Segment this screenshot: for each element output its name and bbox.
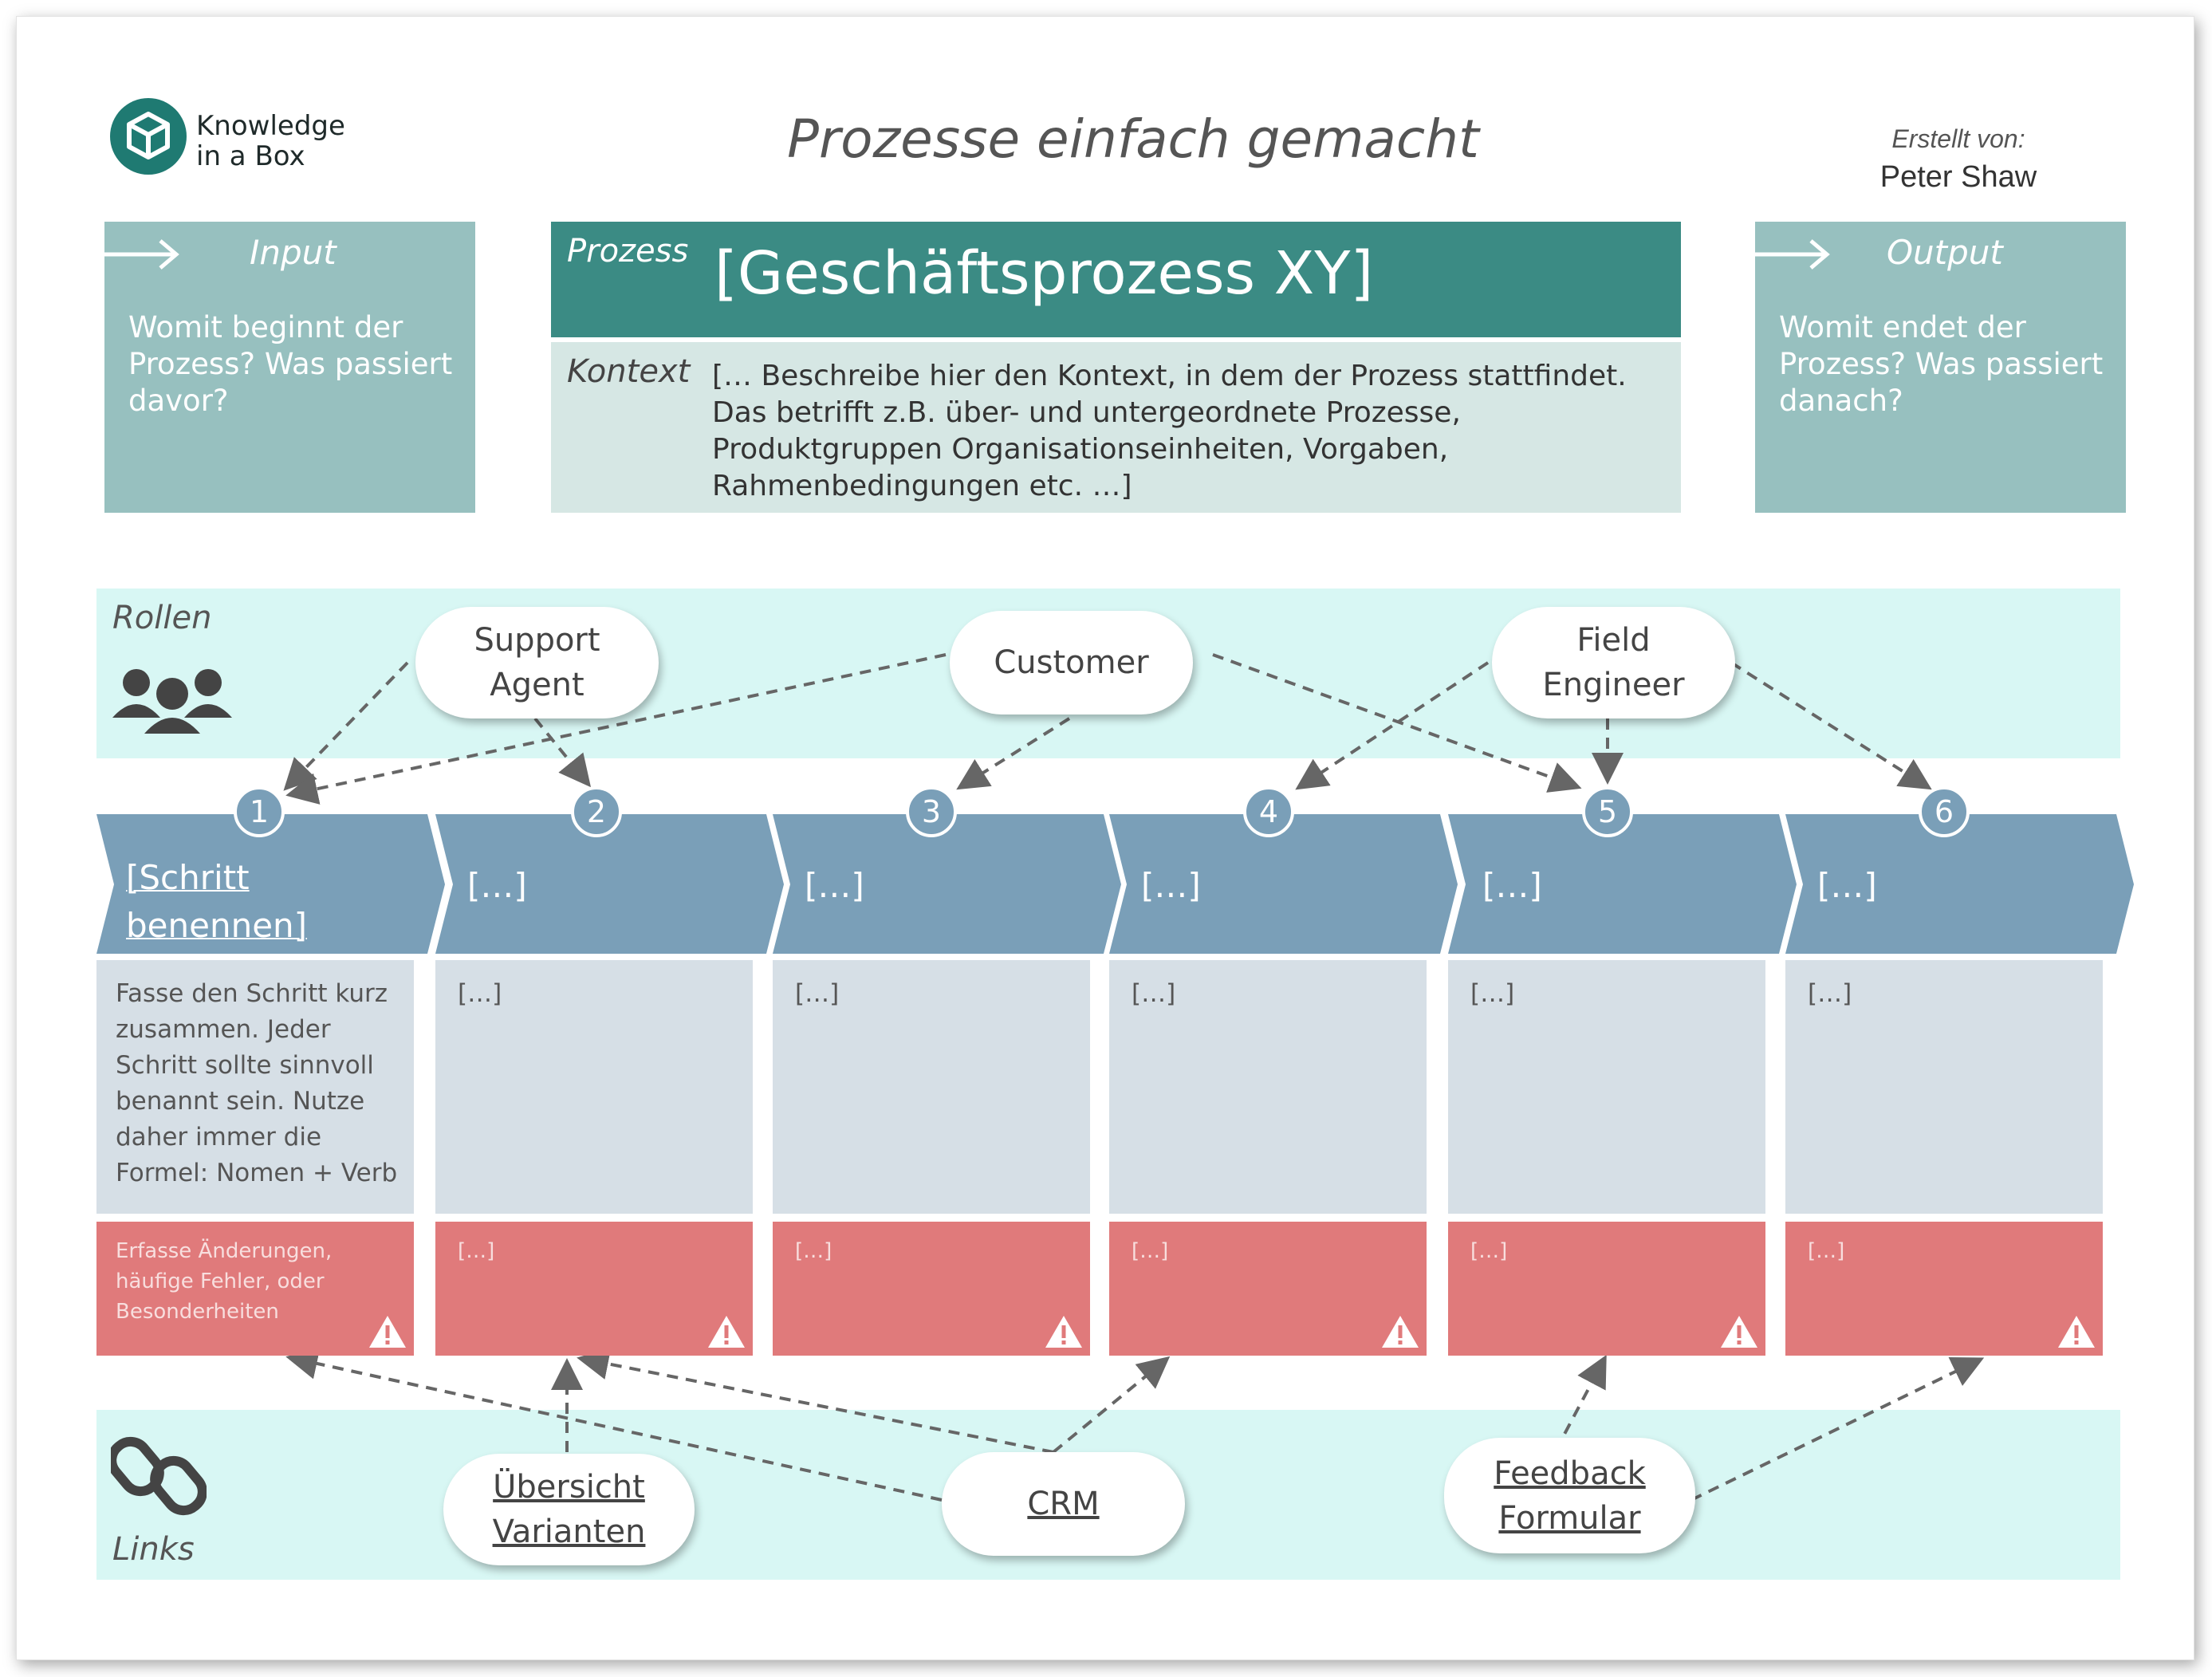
step-risk: Erfasse Änderungen, häufige Fehler, oder… [96,1222,414,1356]
context-box: Kontext [… Beschreibe hier den Kontext, … [551,342,1681,513]
connector-feedback-step6 [1690,1357,1985,1502]
link-feedback-formular[interactable]: Feedback Formular [1444,1438,1695,1553]
step-risk-text: […] [1132,1239,1169,1263]
warning-icon [1382,1316,1419,1348]
step-risk-text: […] [795,1239,832,1263]
step-chevron-3 [773,814,1121,954]
step-chevron-6 [1785,814,2134,954]
process-header: Prozess [Geschäftsprozess XY] [551,222,1681,337]
output-text: Womit endet der Prozess? Was passiert da… [1779,310,2104,418]
context-label: Kontext [567,353,691,390]
brand-logo [108,96,188,176]
step-risk: […] [1448,1222,1765,1356]
step-title[interactable]: […] [805,866,864,905]
step-title[interactable]: […] [467,866,527,905]
arrow-right-icon [104,239,179,270]
role-connectors [283,653,1932,805]
step-chevron-5 [1448,814,1797,954]
connector-engineer-step4 [1295,661,1490,790]
warning-icon [708,1316,745,1348]
warning-icon [1721,1316,1757,1348]
step-title[interactable]: [Schritt benennen] [126,858,308,945]
brand-name: Knowledge in a Box [196,111,345,171]
role-customer[interactable]: Customer [950,611,1193,714]
step-title[interactable]: […] [1817,866,1877,905]
connector-crm-step1 [285,1348,943,1502]
connector-support-step2 [533,717,592,788]
connector-customer-step3 [956,717,1071,790]
step-risk: […] [435,1222,753,1356]
warning-icon [2058,1316,2095,1348]
link-connectors [285,1348,1985,1502]
step-risk: […] [773,1222,1090,1356]
step-description: Fasse den Schritt kurz zusammen. Jeder S… [96,960,414,1214]
step-description: […] [1448,960,1765,1214]
connector-customer-step1 [285,653,947,805]
step-description: […] [1109,960,1427,1214]
step-description-text: […] [1132,979,1176,1008]
warning-icon [1045,1316,1082,1348]
step-number-badge: 3 [906,786,957,837]
input-box: Input Womit beginnt der Prozess? Was pas… [104,222,475,513]
step-description-text: Fasse den Schritt kurz zusammen. Jeder S… [116,979,398,1187]
connector-support-step1 [283,661,409,791]
process-title: [Geschäftsprozess XY] [714,239,1374,308]
input-text: Womit beginnt der Prozess? Was passiert … [128,310,453,418]
step-description-text: […] [1470,979,1515,1008]
step-number-badge: 4 [1243,786,1294,837]
roles-label: Rollen [112,600,212,636]
connector-crm-step4 [1052,1356,1171,1454]
context-text: [… Beschreibe hier den Kontext, in dem d… [712,360,1627,502]
step-risk-text: Erfasse Änderungen, häufige Fehler, oder… [116,1239,333,1324]
step-risk: […] [1785,1222,2103,1356]
arrow-right-icon [1755,239,1830,270]
step-description: […] [773,960,1090,1214]
step-number-badge: 6 [1919,786,1970,837]
step-number-badge: 1 [234,786,285,837]
creator-name: Peter Shaw [1879,160,2037,194]
link-crm[interactable]: CRM [942,1452,1185,1556]
brand-line-1: Knowledge [196,110,345,142]
warning-icon [369,1316,406,1348]
creator-block: Erstellt von: Peter Shaw [1791,124,2126,195]
cube-icon [110,98,187,175]
step-risk-text: […] [1470,1239,1508,1263]
step-risk-text: […] [1808,1239,1845,1263]
step-number-badge: 2 [571,786,622,837]
step-risk: […] [1109,1222,1427,1356]
step-title[interactable]: […] [1482,866,1542,905]
role-field-engineer[interactable]: Field Engineer [1492,607,1735,718]
process-label: Prozess [567,233,689,270]
people-icon [112,669,232,734]
step-description-text: […] [1808,979,1852,1008]
connector-feedback-step5 [1554,1354,1607,1451]
connector-customer-step5 [1212,653,1582,793]
connector-engineer-step6 [1730,661,1932,790]
step-number-badge: 5 [1582,786,1633,837]
step-chevron-4 [1109,814,1458,954]
brand-line-2: in a Box [196,140,305,172]
input-label: Input [250,233,337,272]
step-description-text: […] [795,979,840,1008]
chain-link-icon [111,1436,207,1516]
step-description: […] [435,960,753,1214]
links-label: Links [112,1531,195,1568]
process-canvas: Knowledge in a Box Prozesse einfach gema… [16,16,2194,1660]
step-description-text: […] [458,979,502,1008]
role-support-agent[interactable]: Support Agent [415,607,659,718]
step-description: […] [1785,960,2103,1214]
step-chevrons [96,653,2134,1502]
page-title: Prozesse einfach gemacht [787,108,1479,170]
connector-crm-step2 [577,1348,1054,1454]
step-chevron-2 [435,814,784,954]
output-box: Output Womit endet der Prozess? Was pass… [1755,222,2126,513]
link-uebersicht-varianten[interactable]: Übersicht Varianten [443,1454,695,1565]
step-title[interactable]: […] [1141,866,1201,905]
step-risk-text: […] [458,1239,495,1263]
creator-label: Erstellt von: [1891,124,2025,153]
step-chevron-1 [96,814,445,954]
output-label: Output [1887,233,2003,272]
